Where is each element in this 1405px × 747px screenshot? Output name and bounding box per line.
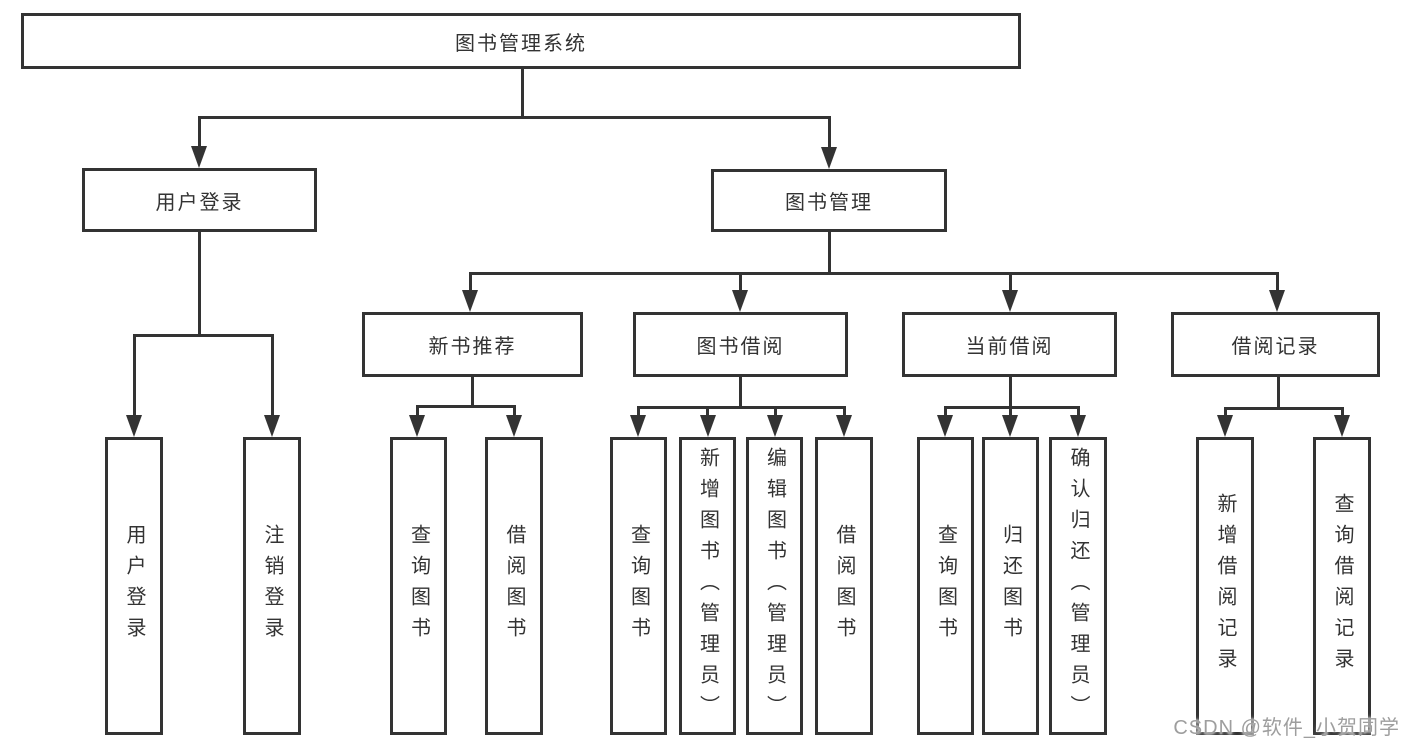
arrowhead-current-borrow (1002, 290, 1018, 312)
leaf-query-book-current: 查询图书 (917, 437, 974, 735)
leaf-query-book-newrec: 查询图书 (390, 437, 447, 735)
connector-book-borrow-crossbar (636, 405, 846, 409)
connector-user-login-crossbar (132, 333, 274, 337)
node-book-management: 图书管理 (711, 169, 947, 232)
connector-borrow-records-crossbar (1223, 406, 1344, 410)
connector-new-book-crossbar (415, 404, 516, 408)
connector-drop-borrow-book-2 (842, 405, 846, 418)
connector-user-login-stem (197, 229, 201, 336)
leaf-confirm-return-admin: 确认归还（管理员） (1049, 437, 1107, 735)
node-borrow-records: 借阅记录 (1171, 312, 1380, 377)
connector-new-book-stem (470, 375, 474, 407)
connector-root-stem (520, 66, 524, 118)
leaf-user-login: 用户登录 (105, 437, 163, 735)
node-library-management-system: 图书管理系统 (21, 13, 1021, 69)
connector-root-crossbar (197, 115, 831, 119)
arrowhead-book-borrow (732, 290, 748, 312)
node-user-login: 用户登录 (82, 168, 317, 232)
arrowhead-borrow-records (1269, 290, 1285, 312)
connector-drop-confirm-return (1076, 405, 1080, 418)
connector-drop-book-mgmt (827, 115, 831, 150)
arrowhead-user-login (191, 146, 207, 168)
arrowhead-confirm-return (1070, 415, 1086, 437)
connector-current-borrow-stem (1008, 375, 1012, 408)
connector-drop-query-book-2 (636, 405, 640, 418)
arrowhead-add-borrow-record (1217, 415, 1233, 437)
connector-drop-borrow-records (1275, 271, 1279, 292)
leaf-query-borrow-record: 查询借阅记录 (1313, 437, 1371, 735)
connector-book-borrow-stem (738, 375, 742, 408)
arrowhead-query-book-2 (630, 415, 646, 437)
arrowhead-return-book (1002, 415, 1018, 437)
leaf-borrow-book: 借阅图书 (815, 437, 873, 735)
connector-drop-add-book (706, 405, 709, 418)
connector-drop-query-book-3 (943, 405, 947, 418)
arrowhead-leaf-logout (264, 415, 280, 437)
leaf-logout: 注销登录 (243, 437, 301, 735)
connector-drop-query-book-1 (415, 404, 419, 418)
arrowhead-leaf-user-login (126, 415, 142, 437)
node-new-book-recommend: 新书推荐 (362, 312, 583, 377)
arrowhead-query-book-1 (409, 415, 425, 437)
arrowhead-book-mgmt (821, 147, 837, 169)
leaf-edit-book-admin: 编辑图书（管理员） (746, 437, 803, 735)
node-current-borrow: 当前借阅 (902, 312, 1117, 377)
connector-drop-edit-book (773, 405, 777, 418)
connector-drop-user-login (197, 115, 201, 149)
leaf-borrow-book-newrec: 借阅图书 (485, 437, 543, 735)
connector-drop-book-borrow (738, 271, 742, 292)
leaf-add-book-admin: 新增图书（管理员） (679, 437, 736, 735)
leaf-return-book: 归还图书 (982, 437, 1039, 735)
arrowhead-borrow-book-1 (506, 415, 522, 437)
connector-drop-borrow-book-1 (512, 404, 516, 418)
arrowhead-query-book-3 (937, 415, 953, 437)
connector-book-mgmt-stem (827, 230, 831, 274)
connector-drop-query-borrow-record (1340, 406, 1344, 418)
arrowhead-add-book (699, 415, 716, 437)
arrowhead-query-borrow-record (1334, 415, 1350, 437)
arrowhead-edit-book (767, 415, 783, 437)
connector-book-mgmt-crossbar (468, 271, 1279, 275)
connector-drop-leaf-user-login (132, 333, 136, 418)
watermark: CSDN @软件_小贺同学 (1173, 717, 1400, 739)
connector-drop-new-book (468, 271, 472, 292)
arrowhead-new-book (462, 290, 478, 312)
connector-drop-leaf-logout (270, 333, 274, 418)
arrowhead-borrow-book-2 (836, 415, 852, 437)
connector-drop-add-borrow-record (1223, 406, 1227, 418)
leaf-add-borrow-record: 新增借阅记录 (1196, 437, 1254, 735)
connector-drop-current-borrow (1008, 271, 1012, 292)
leaf-query-book-borrow: 查询图书 (610, 437, 667, 735)
connector-current-borrow-crossbar (943, 405, 1080, 409)
node-book-borrow: 图书借阅 (633, 312, 848, 377)
connector-drop-return-book (1008, 405, 1012, 418)
connector-borrow-records-stem (1276, 375, 1280, 409)
